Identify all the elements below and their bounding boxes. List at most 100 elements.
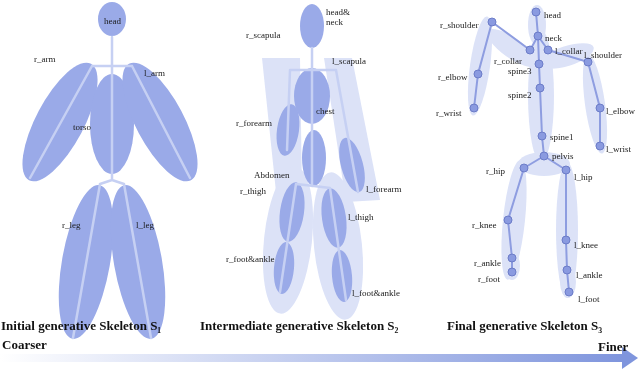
label-holder: r_thigh — [240, 180, 266, 198]
label-holder: spine1 — [550, 126, 574, 144]
part-name: r_wrist — [436, 109, 462, 119]
label-holder: l_foot — [578, 288, 600, 306]
label-holder: head& neck — [326, 8, 356, 29]
label-holder: Final generative Skeleton S₃ — [447, 316, 602, 334]
part-name: r_foot&ankle — [226, 255, 275, 265]
label-holder: Initial generative Skeleton S₁ — [1, 316, 161, 334]
label-holder: Coarser — [2, 335, 47, 353]
part-name: r_leg — [62, 221, 81, 231]
part-name: l_wrist — [606, 145, 631, 155]
ellipse-fill — [302, 130, 326, 186]
label-holder: l_foot&ankle — [352, 282, 400, 300]
label-holder: l_leg — [136, 214, 154, 232]
part-name: spine1 — [550, 133, 574, 143]
label-holder: r_arm — [34, 48, 56, 66]
label-holder: r_hip — [486, 160, 505, 178]
stick-line — [30, 37, 358, 338]
stage-caption: Final generative Skeleton S₃ — [447, 318, 602, 334]
part-name: r_shoulder — [440, 21, 479, 31]
label-holder: l_shoulder — [584, 44, 622, 62]
part-name: l_elbow — [606, 107, 635, 117]
label-holder: Intermediate generative Skeleton S₂ — [200, 316, 399, 334]
part-name: l_knee — [574, 241, 598, 251]
part-name: l_foot — [578, 295, 600, 305]
part-name: l_hip — [574, 173, 593, 183]
part-name: r_elbow — [438, 73, 468, 83]
label-holder: Abdomen — [254, 164, 290, 182]
part-name: l_ankle — [576, 271, 603, 281]
stage-caption: Finer — [598, 339, 628, 355]
part-name: r_arm — [34, 55, 56, 65]
label-holder: r_forearm — [236, 112, 272, 130]
body-part-ellipse: head& neck — [300, 4, 324, 48]
part-name: l_forearm — [366, 185, 401, 195]
part-name: r_collar — [494, 57, 522, 67]
label-holder: l_ankle — [576, 264, 603, 282]
label-holder: l_forearm — [366, 178, 401, 196]
part-name: Abdomen — [254, 171, 290, 181]
label-holder: spine2 — [508, 84, 532, 102]
part-name: r_forearm — [236, 119, 272, 129]
part-name: l_collar — [555, 47, 583, 57]
bone-line — [474, 12, 600, 292]
ellipse-shape — [302, 130, 326, 186]
part-name: l_scapula — [332, 57, 366, 67]
stage-caption: Intermediate generative Skeleton S₂ — [200, 318, 399, 334]
joint-dot — [470, 8, 604, 296]
ellipse-shape — [300, 4, 324, 48]
part-name: head — [104, 17, 121, 27]
label-holder: r_ankle — [474, 252, 501, 270]
label-holder: Finer — [598, 337, 628, 355]
label-holder: r_elbow — [438, 66, 468, 84]
part-name: spine2 — [508, 91, 532, 101]
label-holder: r_shoulder — [440, 14, 479, 32]
label-holder: l_scapula — [332, 50, 366, 68]
label-holder: r_knee — [472, 214, 497, 232]
part-name: r_thigh — [240, 187, 266, 197]
part-name: r_scapula — [246, 31, 280, 41]
part-name: head — [544, 11, 561, 21]
part-name: l_shoulder — [584, 51, 622, 61]
label-holder: l_elbow — [606, 100, 635, 118]
part-name: pelvis — [552, 152, 574, 162]
label-holder: l_hip — [574, 166, 593, 184]
part-name: l_thigh — [348, 213, 374, 223]
label-holder: l_wrist — [606, 138, 631, 156]
label-holder: r_scapula — [246, 24, 280, 42]
ellipse-fill — [98, 2, 126, 36]
label-holder: torso — [73, 116, 91, 134]
coarse-to-fine-arrow — [0, 347, 638, 369]
part-name: l_leg — [136, 221, 154, 231]
part-name: r_knee — [472, 221, 497, 231]
body-part-ellipse: Abdomen — [302, 130, 326, 186]
stage-caption: Initial generative Skeleton S₁ — [1, 318, 161, 334]
ellipse-fill — [300, 4, 324, 48]
label-holder: chest — [316, 100, 335, 118]
part-name: neck — [545, 34, 562, 44]
label-holder: l_knee — [574, 234, 598, 252]
label-holder: head — [544, 4, 561, 22]
label-holder: l_arm — [144, 62, 165, 80]
part-name: head& neck — [326, 8, 356, 28]
part-name: torso — [73, 123, 91, 133]
label-holder: pelvis — [552, 145, 574, 163]
part-name: l_foot&ankle — [352, 289, 400, 299]
part-name: r_hip — [486, 167, 505, 177]
part-name: spine3 — [508, 67, 532, 77]
label-holder: r_foot&ankle — [226, 248, 275, 266]
stage-caption: Coarser — [2, 337, 47, 353]
label-holder: neck — [545, 27, 562, 45]
part-name: r_foot — [478, 275, 500, 285]
label-holder: r_collar — [494, 50, 522, 68]
label-holder: r_foot — [478, 268, 500, 286]
label-holder: r_wrist — [436, 102, 462, 120]
pale-region — [256, 5, 611, 322]
part-name: chest — [316, 107, 335, 117]
part-name: l_arm — [144, 69, 165, 79]
body-part-ellipse: head — [98, 2, 126, 36]
part-name: r_ankle — [474, 259, 501, 269]
label-holder: r_leg — [62, 214, 81, 232]
label-holder: l_thigh — [348, 206, 374, 224]
